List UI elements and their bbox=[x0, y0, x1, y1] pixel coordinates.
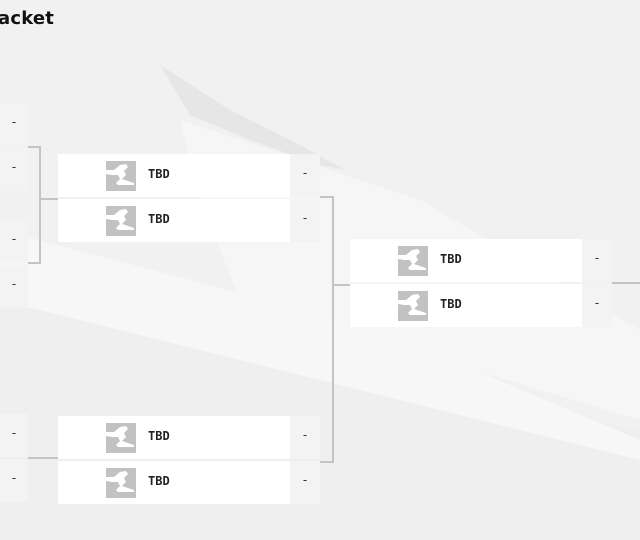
team-placeholder-icon bbox=[398, 246, 428, 276]
team-name: TBD bbox=[440, 297, 462, 311]
team-box: TBD bbox=[58, 154, 290, 197]
bracket-connector bbox=[334, 284, 350, 286]
score-box: - bbox=[290, 199, 320, 242]
team-name: TBD bbox=[148, 474, 170, 488]
bracket-connector bbox=[28, 262, 41, 264]
score-box: - bbox=[582, 284, 612, 327]
team-score: - bbox=[302, 166, 308, 180]
team-score: - bbox=[302, 428, 308, 442]
team-placeholder-icon bbox=[106, 206, 136, 236]
score-box: - bbox=[582, 239, 612, 282]
bracket-connector bbox=[41, 198, 58, 200]
bracket-connector bbox=[320, 196, 334, 198]
team-score: - bbox=[302, 473, 308, 487]
team-box: TBD bbox=[350, 239, 582, 282]
prev-score: - bbox=[11, 160, 17, 174]
team-score: - bbox=[594, 251, 600, 265]
team-box: TBD bbox=[58, 199, 290, 242]
prev-score: - bbox=[11, 232, 17, 246]
team-score: - bbox=[594, 296, 600, 310]
team-box: TBD bbox=[350, 284, 582, 327]
team-placeholder-icon bbox=[106, 161, 136, 191]
page-title: acket bbox=[0, 8, 55, 29]
bracket-connector bbox=[612, 282, 640, 284]
bracket-match[interactable]: TBD - TBD - bbox=[350, 239, 612, 327]
match-team-row[interactable]: TBD - bbox=[350, 239, 612, 282]
prev-score: - bbox=[11, 277, 17, 291]
bracket-connector bbox=[332, 196, 334, 463]
bracket-connector bbox=[28, 457, 58, 459]
team-score: - bbox=[302, 211, 308, 225]
prev-score: - bbox=[11, 115, 17, 129]
team-name: TBD bbox=[148, 167, 170, 181]
bracket-connector bbox=[320, 461, 334, 463]
score-box: - bbox=[290, 416, 320, 459]
score-box: - bbox=[290, 461, 320, 504]
prev-match-score-box: - bbox=[0, 148, 28, 191]
team-name: TBD bbox=[440, 252, 462, 266]
prev-match-score-box: - bbox=[0, 103, 28, 146]
team-name: TBD bbox=[148, 212, 170, 226]
team-placeholder-icon bbox=[106, 423, 136, 453]
prev-match-score-box: - bbox=[0, 414, 28, 457]
prev-match-score-box: - bbox=[0, 459, 28, 502]
match-team-row[interactable]: TBD - bbox=[58, 416, 320, 459]
prev-score: - bbox=[11, 471, 17, 485]
match-team-row[interactable]: TBD - bbox=[58, 154, 320, 197]
team-name: TBD bbox=[148, 429, 170, 443]
bracket-match[interactable]: TBD - TBD - bbox=[58, 416, 320, 504]
team-placeholder-icon bbox=[398, 291, 428, 321]
bracket-match[interactable]: TBD - TBD - bbox=[58, 154, 320, 242]
score-box: - bbox=[290, 154, 320, 197]
match-team-row[interactable]: TBD - bbox=[350, 284, 612, 327]
team-box: TBD bbox=[58, 461, 290, 504]
prev-score: - bbox=[11, 426, 17, 440]
team-box: TBD bbox=[58, 416, 290, 459]
match-team-row[interactable]: TBD - bbox=[58, 461, 320, 504]
bracket-connector bbox=[39, 146, 41, 264]
prev-match-score-box: - bbox=[0, 265, 28, 308]
prev-match-score-box: - bbox=[0, 220, 28, 263]
team-placeholder-icon bbox=[106, 468, 136, 498]
match-team-row[interactable]: TBD - bbox=[58, 199, 320, 242]
bracket-connector bbox=[28, 146, 41, 148]
